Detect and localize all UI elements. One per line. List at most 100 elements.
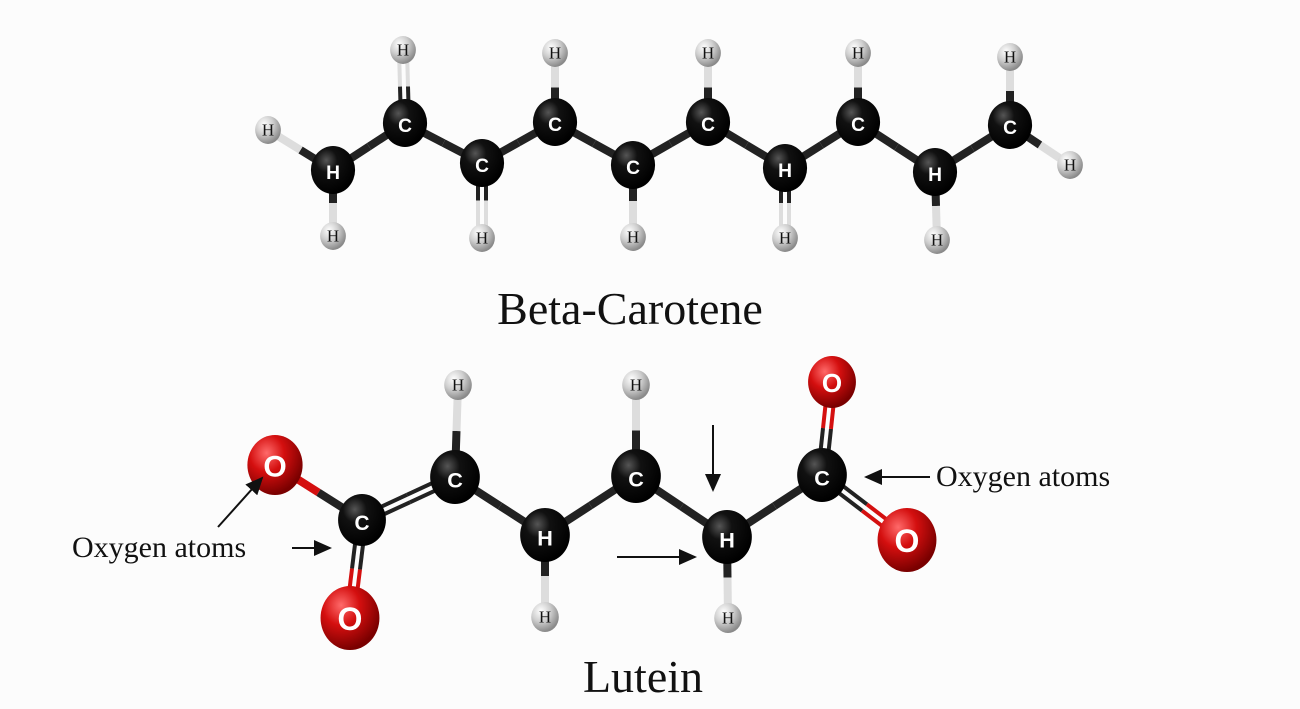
atom-sphere xyxy=(912,148,958,196)
beta-carotene-atom: H xyxy=(762,144,808,192)
atom-label: C xyxy=(628,466,644,491)
atom-sphere xyxy=(702,510,752,564)
atom-sphere xyxy=(444,370,472,400)
atom-label: O xyxy=(263,450,286,483)
beta-carotene-title: Beta-Carotene xyxy=(497,283,763,334)
oxygen-atoms-label-right: Oxygen atoms xyxy=(936,460,1111,493)
atom-label: H xyxy=(779,228,791,247)
atom-sphere xyxy=(997,43,1023,71)
atom-label: O xyxy=(338,601,363,637)
atom-sphere xyxy=(835,98,881,146)
atom-sphere xyxy=(310,146,356,194)
arrow-diagonal-to-oxygen xyxy=(217,476,264,528)
atom-sphere xyxy=(714,603,742,633)
atom-label: C xyxy=(814,465,830,490)
atom-label: C xyxy=(475,156,489,177)
oxygen-atoms-label-left: Oxygen atoms xyxy=(72,531,247,564)
beta-carotene-atom: C xyxy=(459,139,505,187)
beta-carotene-atom: C xyxy=(610,141,656,189)
annotation-arrows xyxy=(217,425,930,565)
lutein-atom: H xyxy=(702,510,752,564)
atom-sphere xyxy=(320,586,380,650)
lutein-atom: H xyxy=(520,508,570,562)
atom-label: H xyxy=(537,525,553,550)
atom-label: O xyxy=(895,523,920,559)
atom-label: C xyxy=(851,115,865,136)
lutein-atom: C xyxy=(797,448,847,502)
atom-sphere xyxy=(620,223,646,251)
beta-carotene-hydrogen: H xyxy=(620,223,646,251)
beta-carotene-atom: C xyxy=(532,98,578,146)
atom-label: C xyxy=(398,116,412,137)
atom-sphere xyxy=(390,36,416,64)
lutein-atom: C xyxy=(430,450,480,504)
atom-label: C xyxy=(548,115,562,136)
lutein-atom: O xyxy=(808,356,856,408)
atom-sphere xyxy=(845,39,871,67)
atom-label: H xyxy=(1004,47,1016,66)
beta-carotene-atom: C xyxy=(987,101,1033,149)
atom-sphere xyxy=(469,224,495,252)
lutein-atom: C xyxy=(338,494,386,546)
atom-label: C xyxy=(447,467,463,492)
beta-carotene-atom: C xyxy=(382,99,428,147)
atom-sphere xyxy=(531,602,559,632)
atom-sphere xyxy=(520,508,570,562)
beta-carotene-atom: C xyxy=(835,98,881,146)
lutein-atom: C xyxy=(611,449,661,503)
atom-sphere xyxy=(532,98,578,146)
atom-label: H xyxy=(539,608,551,627)
atom-label: H xyxy=(452,376,464,395)
atom-label: H xyxy=(262,120,274,139)
atom-sphere xyxy=(382,99,428,147)
atom-sphere xyxy=(255,116,281,144)
atom-label: H xyxy=(627,227,639,246)
atom-sphere xyxy=(542,39,568,67)
atom-label: O xyxy=(822,368,842,398)
beta-carotene-hydrogen: H xyxy=(390,36,416,64)
beta-carotene-hydrogen: H xyxy=(255,116,281,144)
atom-label: H xyxy=(1064,155,1076,174)
atom-sphere xyxy=(1057,151,1083,179)
lutein-hydrogen: H xyxy=(444,370,472,400)
atom-label: H xyxy=(778,161,792,182)
beta-carotene-hydrogen: H xyxy=(1057,151,1083,179)
atom-label: H xyxy=(719,527,735,552)
atom-label: H xyxy=(326,163,340,184)
beta-carotene-hydrogen: H xyxy=(542,39,568,67)
atom-label: H xyxy=(630,376,642,395)
beta-carotene-hydrogen: H xyxy=(845,39,871,67)
lutein-hydrogen: H xyxy=(531,602,559,632)
lutein-atom: O xyxy=(877,508,937,572)
atom-label: H xyxy=(397,40,409,59)
atom-label: H xyxy=(852,43,864,62)
lutein-hydrogen: H xyxy=(622,370,650,400)
atom-label: H xyxy=(931,230,943,249)
atom-sphere xyxy=(695,39,721,67)
beta-carotene-hydrogen: H xyxy=(320,222,346,250)
beta-carotene-hydrogen: H xyxy=(924,226,950,254)
lutein-atom: O xyxy=(320,586,380,650)
atom-sphere xyxy=(622,370,650,400)
atom-sphere xyxy=(924,226,950,254)
lutein-hydrogen: H xyxy=(714,603,742,633)
atom-sphere xyxy=(610,141,656,189)
atom-sphere xyxy=(459,139,505,187)
atom-sphere xyxy=(877,508,937,572)
atom-sphere xyxy=(320,222,346,250)
beta-carotene-atom: C xyxy=(685,98,731,146)
atom-label: H xyxy=(928,165,942,186)
atom-sphere xyxy=(808,356,856,408)
atom-sphere xyxy=(797,448,847,502)
atom-label: H xyxy=(702,43,714,62)
atom-label: H xyxy=(549,43,561,62)
atom-sphere xyxy=(338,494,386,546)
atom-label: C xyxy=(626,158,640,179)
beta-carotene-hydrogen: H xyxy=(772,224,798,252)
atom-sphere xyxy=(772,224,798,252)
atom-sphere xyxy=(430,450,480,504)
atom-sphere xyxy=(987,101,1033,149)
atom-label: C xyxy=(701,115,715,136)
